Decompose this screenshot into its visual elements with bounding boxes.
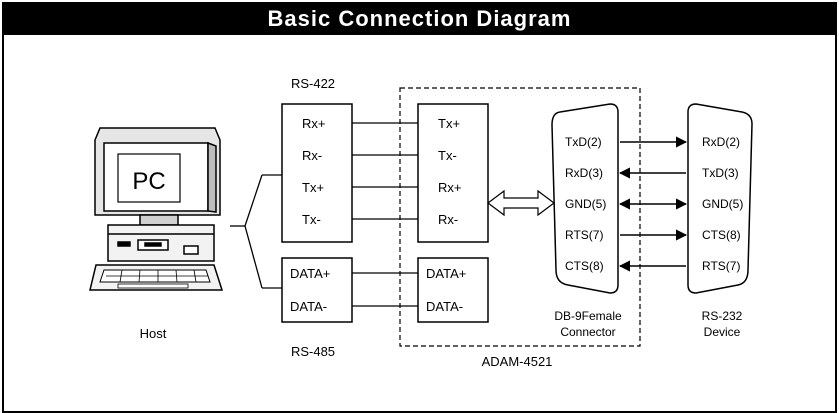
signal-arrows — [618, 136, 688, 272]
adam-rs422-pin: Rx- — [438, 212, 458, 227]
pc-screen-label: PC — [132, 168, 165, 195]
rs232-caption-line2: Device — [704, 325, 741, 339]
adam-rs485-pin: DATA- — [426, 299, 463, 314]
wire-lines — [352, 122, 418, 307]
adam-rs485-box — [417, 257, 489, 323]
db9-caption-line1: DB-9Female — [554, 309, 622, 323]
db9-pin: RxD(3) — [565, 166, 603, 180]
db9-pin: TxD(2) — [565, 135, 602, 149]
branch-lines — [230, 174, 282, 289]
pc-icon — [89, 127, 224, 291]
rs422-pin: Rx+ — [302, 116, 325, 131]
db9-pin: RTS(7) — [565, 228, 603, 242]
adam-rs422-box — [417, 103, 489, 243]
db9-caption-line2: Connector — [560, 325, 615, 339]
rs422-pin: Tx- — [302, 212, 321, 227]
rs232-pin: RxD(2) — [702, 135, 740, 149]
rs422-pin: Rx- — [302, 148, 322, 163]
adam-rs422-pin: Rx+ — [438, 180, 461, 195]
diagram-title: Basic Connection Diagram — [2, 2, 837, 35]
adam-rs422-pin: Tx- — [438, 148, 457, 163]
adam-4521-label: ADAM-4521 — [482, 354, 553, 369]
rs232-pin: TxD(3) — [702, 166, 739, 180]
rs232-device-shape — [687, 103, 753, 294]
rs422-pin: Tx+ — [302, 180, 324, 195]
rs232-pin: RTS(7) — [702, 259, 740, 273]
rs485-pin: DATA- — [290, 299, 327, 314]
rs422-title: RS-422 — [291, 76, 335, 91]
host-label: Host — [140, 326, 167, 341]
adam-rs422-pin: Tx+ — [438, 116, 460, 131]
rs232-pin: CTS(8) — [702, 228, 741, 242]
rs232-pin: GND(5) — [702, 197, 743, 211]
adam-4521-enclosure — [399, 87, 641, 347]
rs422-box — [281, 103, 353, 243]
db9-pin: GND(5) — [565, 197, 606, 211]
rs485-title: RS-485 — [291, 344, 335, 359]
rs485-box — [281, 257, 353, 323]
data-flow-arrow — [487, 189, 555, 217]
db9-pin: CTS(8) — [565, 259, 604, 273]
adam-rs485-pin: DATA+ — [426, 266, 466, 281]
db9-connector-shape — [551, 103, 619, 294]
rs232-caption-line1: RS-232 — [702, 309, 743, 323]
rs485-pin: DATA+ — [290, 266, 330, 281]
